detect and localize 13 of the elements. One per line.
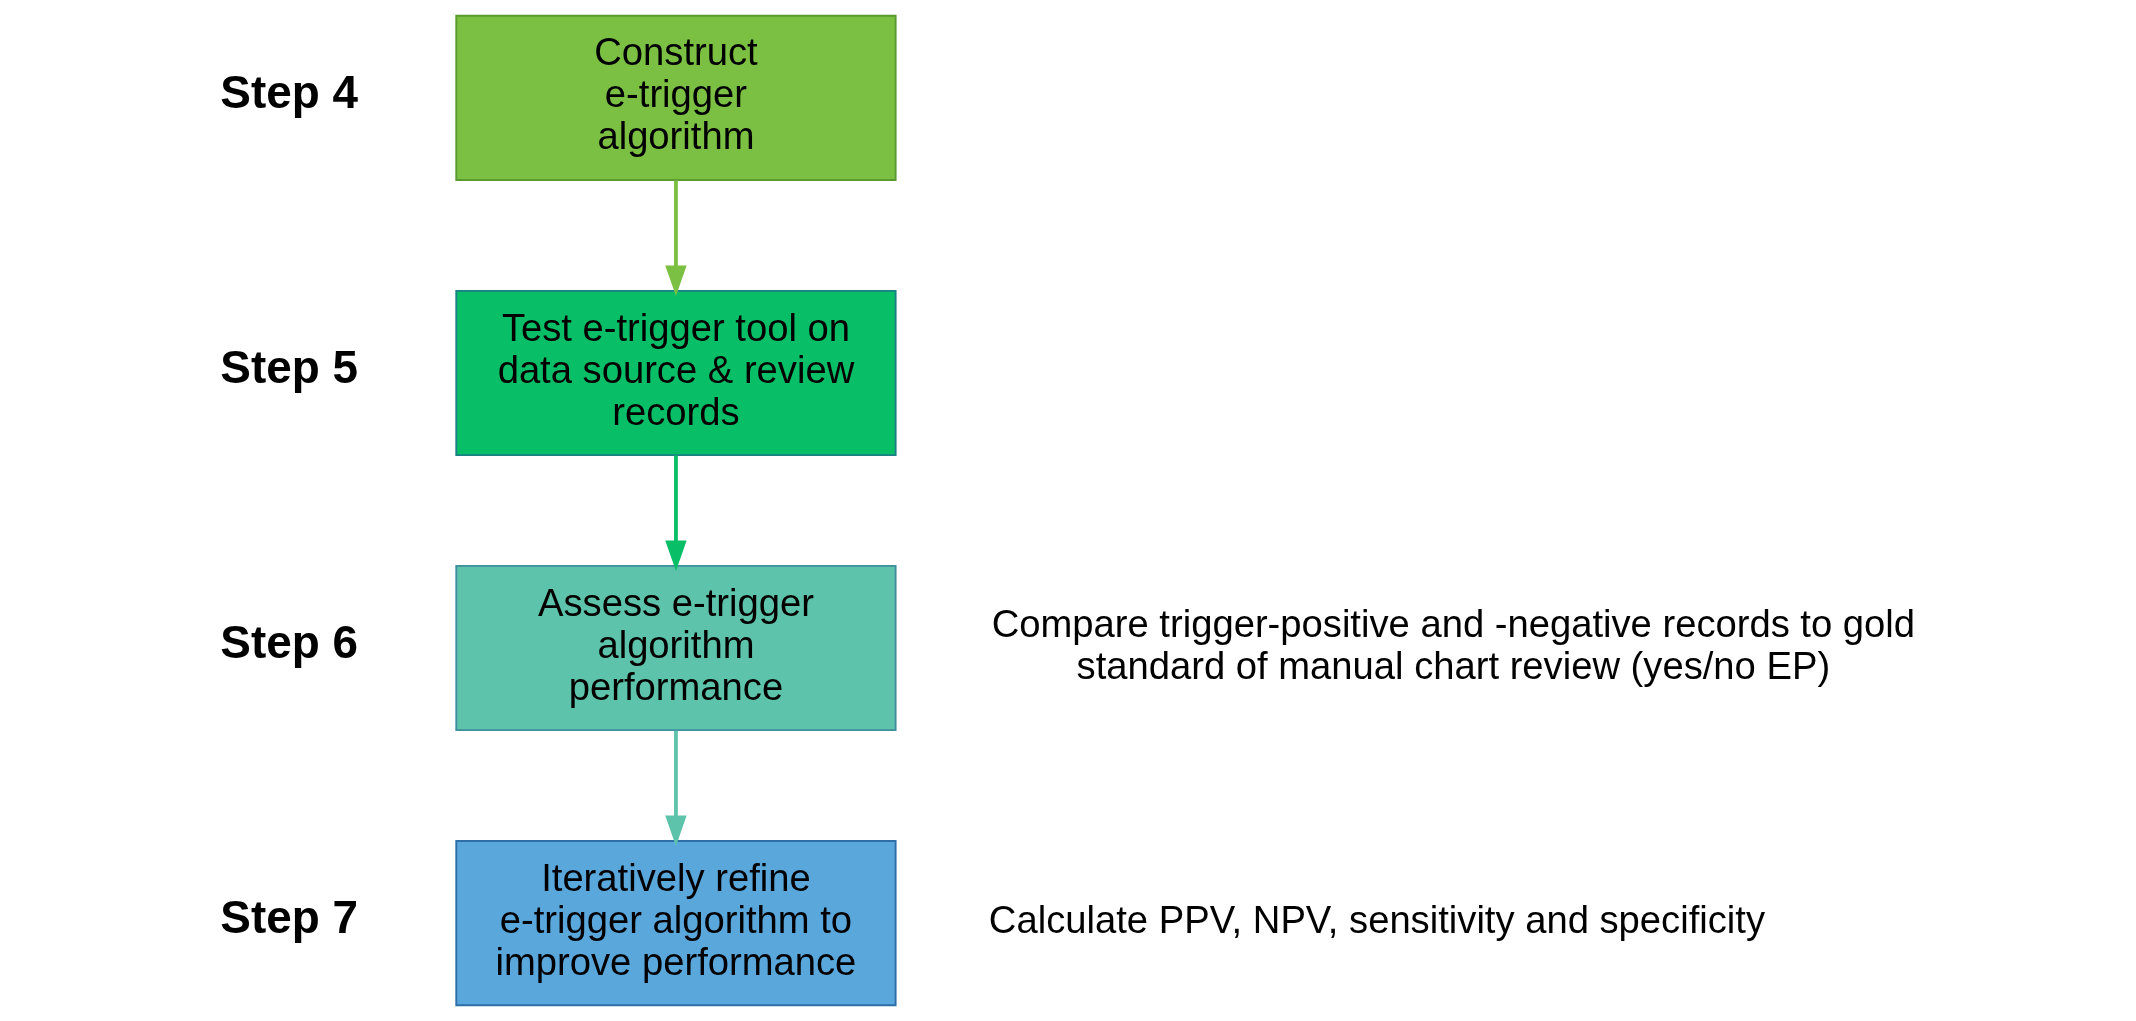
- node-box: Construct e-trigger algorithm: [455, 14, 897, 181]
- node-label: Step 4: [220, 66, 358, 118]
- node-label: Calculate PPV, NPV, sensitivity and specificity: [988, 897, 1766, 941]
- node-label: Step 5: [220, 341, 358, 393]
- node-box: Iteratively refine e-trigger algorithm to improve performance: [455, 840, 897, 1007]
- arrow: [665, 455, 687, 572]
- arrow: [665, 730, 687, 847]
- node-box: Assess e-trigger algorithm performance: [455, 564, 897, 732]
- node-box: Test e-trigger tool on data source & review records: [455, 289, 897, 457]
- node-label: Compare trigger-positive and -negative records to gold standard of manual chart review (yes/no EP): [991, 601, 1916, 687]
- node-label: Step 7: [220, 892, 358, 944]
- node-label: Step 6: [220, 616, 358, 668]
- arrow: [665, 180, 687, 297]
